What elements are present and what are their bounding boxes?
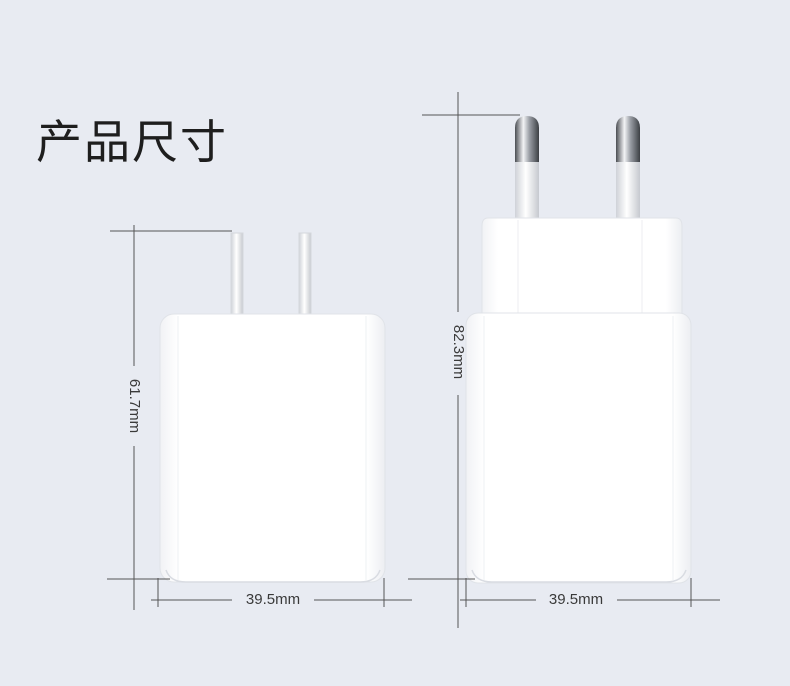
us-prong-right xyxy=(298,232,312,317)
us-charger xyxy=(159,232,386,583)
eu-height-dimension: 82.3mm xyxy=(408,92,520,628)
eu-pin-left-tip xyxy=(515,116,539,162)
us-charger-base xyxy=(165,569,381,583)
us-prong-left xyxy=(230,232,244,317)
eu-pin-right-sleeve xyxy=(616,160,640,220)
eu-width-dimension: 39.5mm xyxy=(460,578,720,608)
eu-charger-body xyxy=(465,312,692,584)
us-charger-body xyxy=(159,313,386,583)
eu-charger-base xyxy=(471,569,687,583)
eu-charger xyxy=(465,116,692,584)
eu-pin-right-tip xyxy=(616,116,640,162)
us-height-label: 61.7mm xyxy=(126,379,143,433)
page-title: 产品尺寸 xyxy=(36,115,228,169)
eu-pin-left-sleeve xyxy=(515,160,539,220)
us-height-dimension: 61.7mm xyxy=(107,225,232,610)
eu-plug-housing xyxy=(481,217,683,317)
us-width-dimension: 39.5mm xyxy=(151,578,412,608)
eu-width-label: 39.5mm xyxy=(549,591,603,608)
us-width-label: 39.5mm xyxy=(246,591,300,608)
eu-height-label: 82.3mm xyxy=(450,325,467,379)
